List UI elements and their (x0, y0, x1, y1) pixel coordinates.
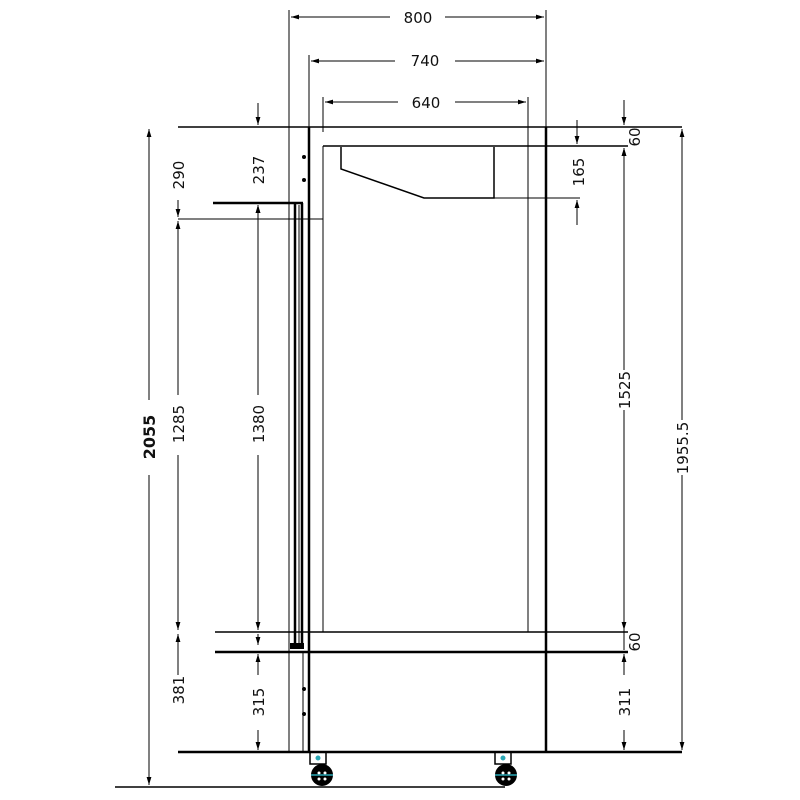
height-dimension-1285: 1285 (170, 221, 188, 630)
dim-label-2055: 2055 (140, 415, 159, 460)
dim-label-800: 800 (404, 9, 433, 27)
height-dimension-165: 165 (570, 120, 588, 225)
dim-label-60-bottom: 60 (626, 632, 644, 651)
dim-label-311: 311 (616, 688, 634, 717)
hinge-dot (302, 712, 306, 716)
dim-label-1525: 1525 (616, 371, 634, 409)
dim-label-165: 165 (570, 158, 588, 187)
height-dimension-2055: 2055 (140, 129, 159, 785)
height-dimension-311: 311 (616, 654, 634, 750)
door-hinge-bottom (290, 643, 304, 649)
height-dimension-1955-5: 1955.5 (674, 129, 692, 750)
dim-label-381: 381 (170, 676, 188, 705)
dim-label-315: 315 (250, 688, 268, 717)
dim-label-1955-5: 1955.5 (674, 422, 692, 475)
height-dimension-1525: 1525 (616, 148, 634, 630)
caster-left (309, 751, 333, 786)
door-profile (178, 155, 323, 716)
dim-label-237: 237 (250, 156, 268, 185)
width-dimension-640: 640 (322, 94, 529, 132)
dim-label-1380: 1380 (250, 405, 268, 443)
height-dimension-315: 315 (250, 634, 268, 750)
height-dimension-60-bottom: 60 (623, 630, 644, 652)
height-dimension-381: 381 (170, 634, 188, 704)
dim-label-1285: 1285 (170, 405, 188, 443)
dim-label-60-top: 60 (626, 127, 644, 146)
hinge-dot (302, 178, 306, 182)
dim-label-640: 640 (412, 94, 441, 112)
cabinet-body (178, 126, 682, 754)
hinge-dot (302, 687, 306, 691)
height-dimension-290: 290 (170, 161, 188, 217)
height-dimension-60-top: 60 (621, 100, 644, 165)
width-dimension-800: 800 (288, 9, 547, 752)
caster-right (494, 751, 517, 786)
dim-label-740: 740 (411, 52, 440, 70)
height-dimension-237: 237 (250, 103, 268, 230)
height-dimension-1380: 1380 (250, 205, 268, 630)
dim-label-290: 290 (170, 161, 188, 190)
width-dimension-740: 740 (308, 52, 544, 130)
hinge-dot (302, 155, 306, 159)
